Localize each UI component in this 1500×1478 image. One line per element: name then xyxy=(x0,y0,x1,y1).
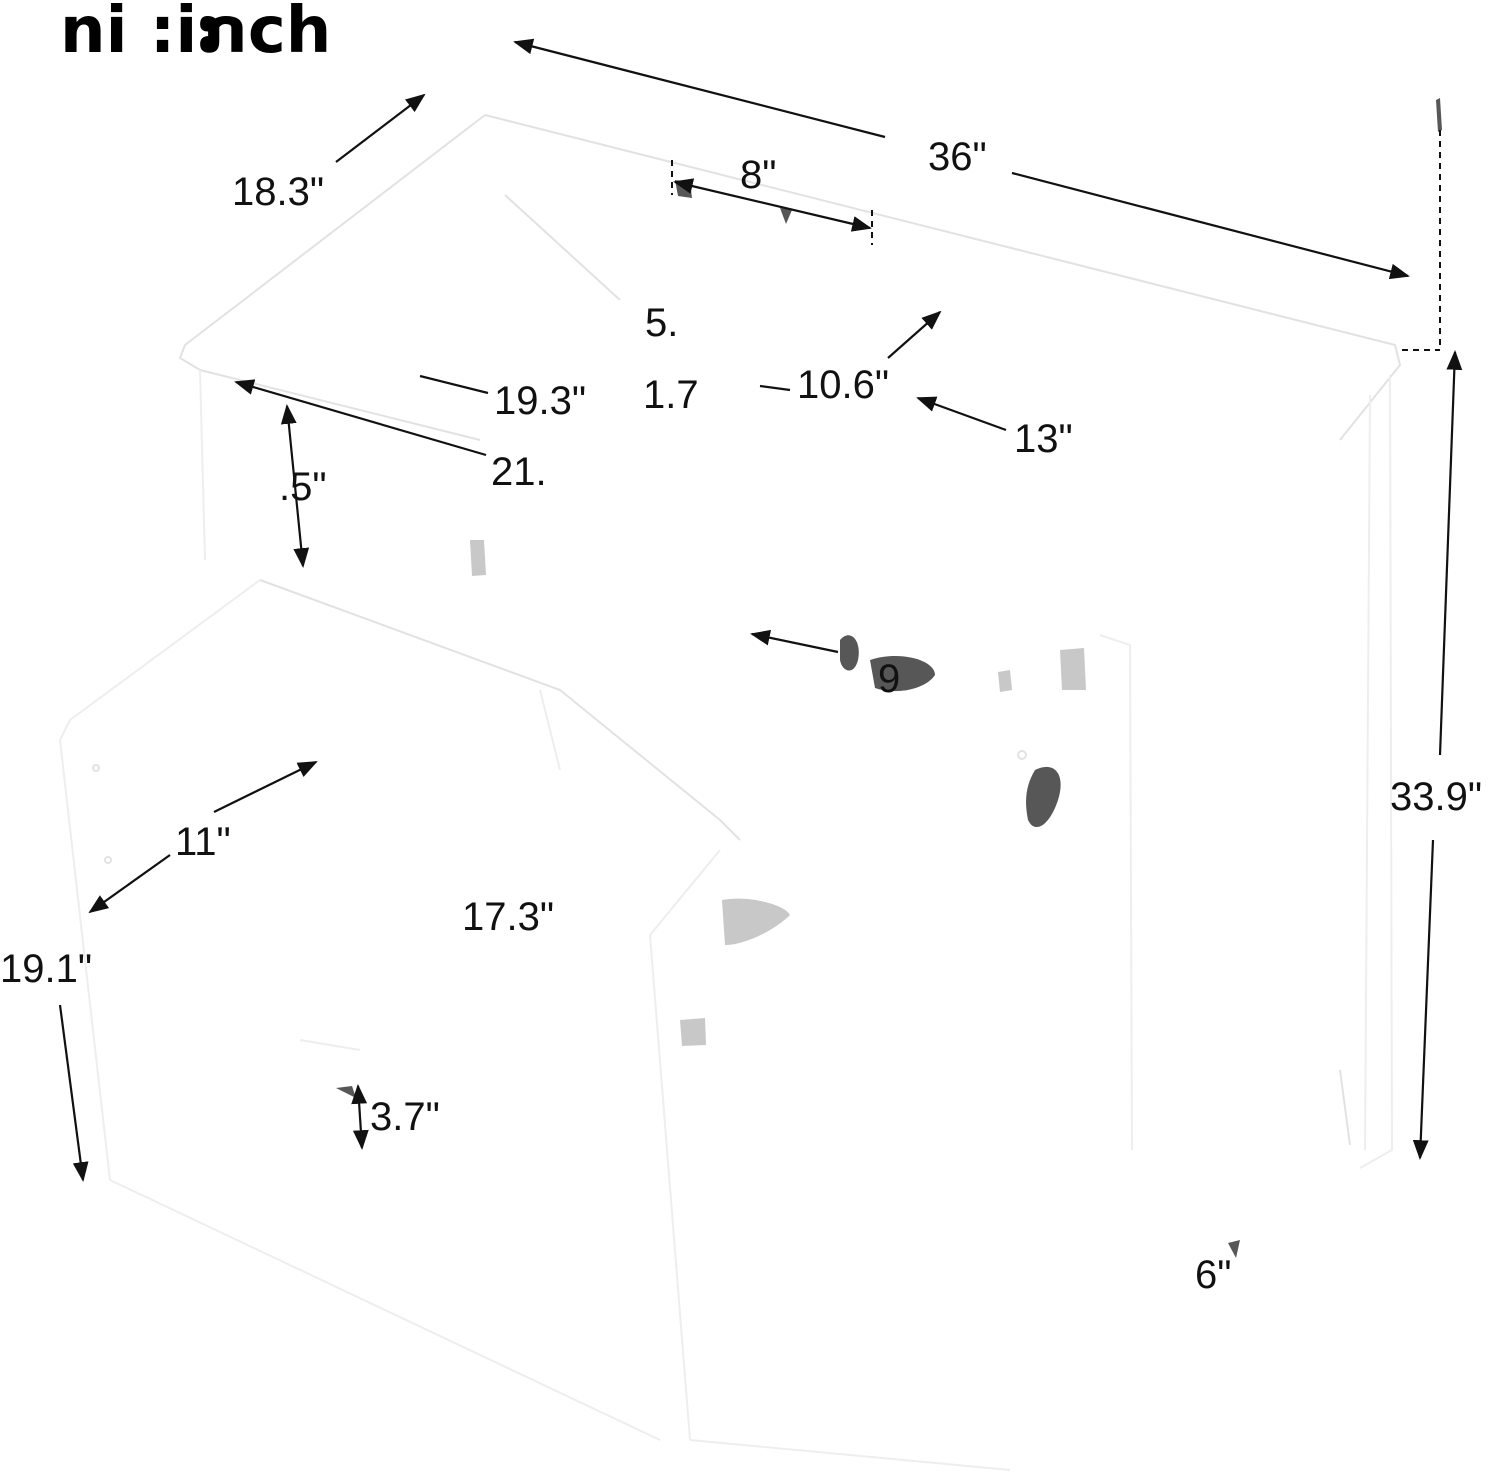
label-13: 13" xyxy=(1014,417,1073,461)
arrow-21 xyxy=(234,379,487,457)
label-3-7: 3.7" xyxy=(370,1095,440,1139)
arrow-36 xyxy=(513,38,886,139)
dimension-labels: 36" 18.3" 8" 5. 19.3" 1.7 10.6" 13" 21. … xyxy=(0,135,1482,1297)
label-18-3: 18.3" xyxy=(232,170,324,214)
arrow-19-3 xyxy=(419,374,489,395)
label-10-6: 10.6" xyxy=(797,363,889,407)
arrow-13 xyxy=(916,396,1007,432)
unit-title: ni :iກch xyxy=(60,0,331,68)
label-5-dot: 5. xyxy=(645,301,678,345)
label-36: 36" xyxy=(928,135,987,179)
arrow-19-1 xyxy=(58,1004,89,1182)
label-21: 21. xyxy=(491,450,547,494)
cabinet-outline xyxy=(59,114,1402,1471)
arrow-33-9b xyxy=(1412,839,1435,1160)
label-1-7: 1.7 xyxy=(643,373,699,417)
arrow-5 xyxy=(280,404,310,568)
label-5-in: .5" xyxy=(279,465,327,509)
arrow-9 xyxy=(750,629,839,654)
label-9: 9 xyxy=(878,657,900,701)
arrow-10-6 xyxy=(887,310,942,359)
arrow-3-7 xyxy=(351,1084,369,1150)
hardware-smudges xyxy=(92,98,1442,1258)
label-8: 8" xyxy=(740,153,776,197)
arrow-36b xyxy=(1011,171,1410,280)
label-19-3: 19.3" xyxy=(494,379,586,423)
arrow-18-3 xyxy=(335,93,426,163)
dimension-arrows xyxy=(58,38,1463,1182)
arrow-33-9a xyxy=(1438,350,1463,756)
label-19-1: 19.1" xyxy=(0,947,92,991)
arrow-11 xyxy=(213,761,318,813)
label-11: 11" xyxy=(175,820,231,864)
arrow-8 xyxy=(673,178,872,232)
label-33-9: 33.9" xyxy=(1390,775,1482,819)
label-6: 6" xyxy=(1195,1253,1231,1297)
label-17-3: 17.3" xyxy=(462,895,554,939)
